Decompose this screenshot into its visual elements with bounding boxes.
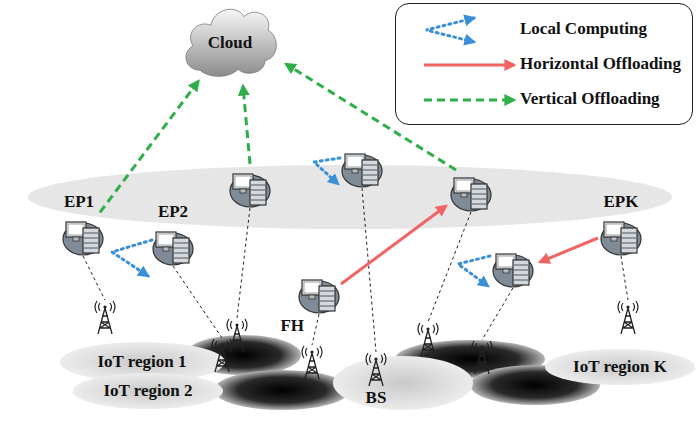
legend-sample <box>402 13 520 47</box>
base-station-icon <box>212 339 232 372</box>
legend-text: Local Computing <box>520 20 647 39</box>
base-station-icon <box>302 346 322 379</box>
edge-server: EP2 <box>152 224 194 266</box>
edge-server: EP1 <box>62 214 104 256</box>
server-icon <box>600 214 642 256</box>
iot-region: IoT region K <box>545 349 695 385</box>
legend-row: Local Computing <box>402 12 686 47</box>
base-station-icon <box>95 301 115 334</box>
base-station-icon <box>366 353 386 386</box>
server-icon <box>298 272 340 314</box>
server-icon <box>152 224 194 266</box>
legend-text: Vertical Offloading <box>520 90 660 109</box>
base-station-icon <box>618 301 638 334</box>
legend-sample <box>402 48 520 82</box>
server-label: EPK <box>604 193 639 212</box>
base-station-icon <box>418 323 438 356</box>
legend-box: Local ComputingHorizontal OffloadingVert… <box>395 3 693 125</box>
edge-server: FH <box>298 272 340 314</box>
cloud-label: Cloud <box>208 34 252 53</box>
iot-region: IoT region 2 <box>73 373 223 409</box>
cloud-node: Cloud <box>180 0 280 78</box>
vertical-offloading-arrow <box>100 81 198 212</box>
server-label: FH <box>280 317 304 336</box>
station-label: BS <box>366 389 387 408</box>
base-station-icon <box>472 341 492 374</box>
legend-sample <box>402 83 520 117</box>
legend-row: Horizontal Offloading <box>402 47 686 82</box>
region-label: IoT region 1 <box>97 353 186 372</box>
edge-server: EPK <box>600 214 642 256</box>
server-icon <box>62 214 104 256</box>
legend-text: Horizontal Offloading <box>520 55 681 74</box>
server-label: EP2 <box>158 203 188 222</box>
legend-row: Vertical Offloading <box>402 82 686 117</box>
base-station-icon <box>227 319 247 352</box>
region-label: IoT region 2 <box>103 382 192 401</box>
server-label: EP1 <box>64 193 94 212</box>
region-label: IoT region K <box>573 358 667 377</box>
